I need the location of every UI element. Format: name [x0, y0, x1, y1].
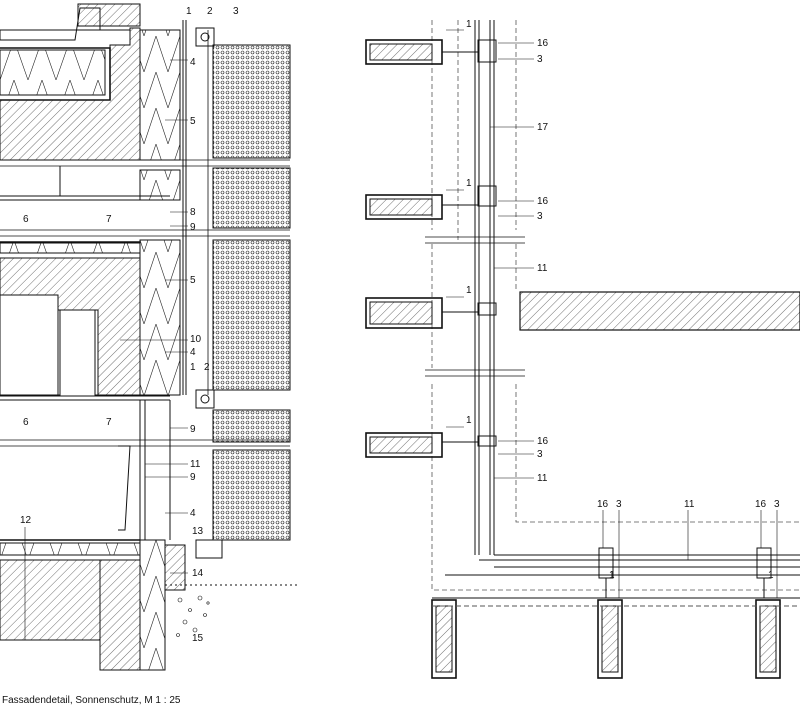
label-r11c: 11	[684, 499, 695, 510]
label-5a: 5	[190, 116, 196, 127]
right-leaders	[446, 29, 778, 598]
label-15: 15	[192, 633, 204, 644]
bottom-slab	[0, 539, 300, 671]
label-r3e: 3	[774, 499, 780, 510]
label-1b: 1	[190, 362, 196, 373]
label-r16e: 16	[755, 499, 767, 510]
label-r17: 17	[537, 122, 549, 133]
label-12: 12	[20, 515, 32, 526]
label-r16d: 16	[597, 499, 609, 510]
label-2a: 2	[207, 6, 213, 17]
left-leaders	[24, 59, 188, 640]
drawing-caption: Fassadendetail, Sonnenschutz, M 1 : 25	[2, 695, 181, 706]
label-5b: 5	[190, 275, 196, 286]
label-11a: 11	[190, 459, 201, 470]
label-9b: 9	[190, 424, 196, 435]
label-1a: 1	[186, 6, 192, 17]
label-r16b: 16	[537, 196, 549, 207]
label-r11a: 11	[537, 263, 548, 274]
ceiling-1	[0, 166, 170, 201]
vertical-section	[0, 3, 300, 671]
label-9a: 9	[190, 222, 196, 233]
roof-slab	[0, 3, 141, 161]
label-6b: 6	[23, 417, 29, 428]
label-r16c: 16	[537, 436, 549, 447]
label-r3b: 3	[537, 211, 543, 222]
gravel	[176, 595, 210, 637]
facade-insulation	[139, 20, 209, 396]
middle-slab	[0, 241, 170, 401]
label-r1a: 1	[466, 19, 472, 30]
label-r11b: 11	[537, 473, 548, 484]
label-r3c: 3	[537, 449, 543, 460]
horizontal-section	[365, 20, 800, 679]
label-r1c: 1	[466, 285, 472, 296]
label-8: 8	[190, 207, 196, 218]
label-r1b: 1	[466, 178, 472, 189]
label-4a: 4	[190, 57, 196, 68]
label-14: 14	[192, 568, 204, 579]
glazing-lower	[118, 400, 171, 540]
label-13: 13	[192, 526, 204, 537]
label-r3d: 3	[616, 499, 622, 510]
label-7b: 7	[106, 417, 112, 428]
sunscreen-brackets	[195, 27, 223, 559]
sunscreen-panels	[212, 44, 291, 541]
label-6a: 6	[23, 214, 29, 225]
left-labels: 1 2 3 4 5 6 7 8 9 5 10 4 1 2 6 7 9 11 9 …	[20, 6, 239, 644]
label-r1f: 1	[768, 570, 774, 581]
label-r3a: 3	[537, 54, 543, 65]
label-r1d: 1	[466, 415, 472, 426]
label-4b: 4	[190, 347, 196, 358]
label-r16a: 16	[537, 38, 549, 49]
label-4c: 4	[190, 508, 196, 519]
label-r1e: 1	[609, 570, 615, 581]
label-10: 10	[190, 334, 202, 345]
label-2b: 2	[204, 362, 210, 373]
label-3a: 3	[233, 6, 239, 17]
label-9c: 9	[190, 472, 196, 483]
label-7a: 7	[106, 214, 112, 225]
right-labels: 1 16 3 17 1 16 3 11 1 1 16 3 11 16 3 11 …	[466, 19, 780, 581]
